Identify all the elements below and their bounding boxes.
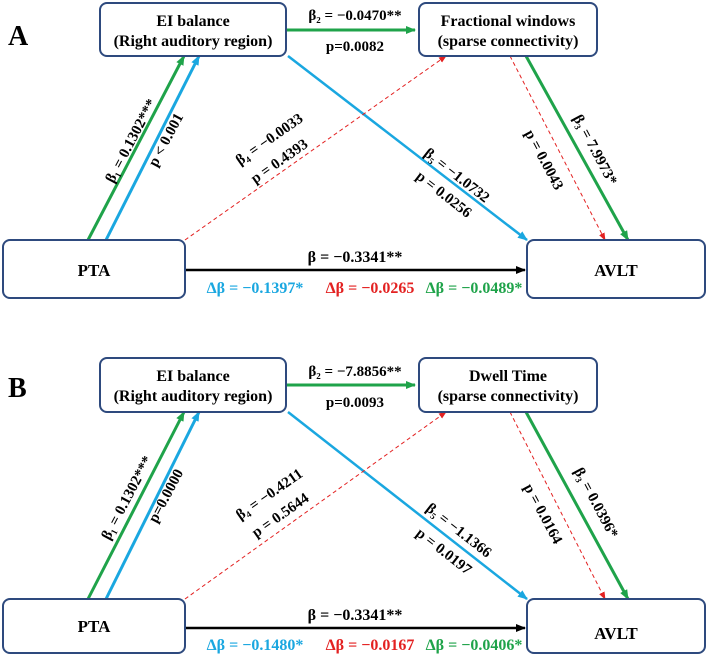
beta1-label: β₁ = 0.1302*** xyxy=(99,454,156,543)
ei-balance-box xyxy=(99,357,287,413)
beta2-label: β₂ = −0.0470** xyxy=(308,8,401,24)
panel-letter: A xyxy=(8,21,29,52)
pta-label: PTA xyxy=(78,617,111,636)
panel-a: A EI balance (Right auditory region) Fra… xyxy=(2,2,706,299)
pta-box xyxy=(2,598,186,654)
path-pta-to-ei-green-arrow xyxy=(86,55,186,241)
total-effect-label: β = −0.3341** xyxy=(308,607,403,624)
pta-label: PTA xyxy=(78,261,111,280)
avlt-label: AVLT xyxy=(594,261,638,280)
ei-balance-sublabel: (Right auditory region) xyxy=(114,388,273,405)
avlt-label: AVLT xyxy=(594,624,638,643)
path-pta-to-mediator-arrow xyxy=(184,55,447,241)
panel-letter: B xyxy=(8,373,27,404)
panel-b: B EI balance (Right auditory region) Dwe… xyxy=(2,357,706,654)
path-mediator-to-avlt-green-arrow xyxy=(524,55,630,241)
indirect-effect-blue: Δβ = −0.1480* xyxy=(207,637,304,654)
mediator-box xyxy=(418,2,598,57)
indirect-effect-green: Δβ = −0.0489* xyxy=(426,280,523,297)
pta-box xyxy=(2,239,186,299)
p3-label: p = 0.0043 xyxy=(521,127,566,192)
path-ei-to-avlt-arrow xyxy=(287,55,528,241)
path-pta-to-ei-green-arrow xyxy=(86,411,186,600)
indirect-effect-red: Δβ = −0.0265 xyxy=(326,280,415,297)
beta3-label: β₃ = 0.0396* xyxy=(570,465,620,541)
beta2-label: β₂ = −7.8856** xyxy=(308,364,401,380)
avlt-box xyxy=(526,598,706,654)
avlt-box xyxy=(526,239,706,299)
total-effect-label: β = −0.3341** xyxy=(308,249,403,266)
path-pta-to-mediator-arrow xyxy=(184,411,447,600)
p2-label: p=0.0082 xyxy=(326,39,384,55)
ei-balance-sublabel: (Right auditory region) xyxy=(114,33,273,50)
indirect-effect-red: Δβ = −0.0167 xyxy=(326,637,415,654)
p2-label: p=0.0093 xyxy=(326,395,384,411)
ei-balance-label: EI balance xyxy=(156,368,229,385)
path-mediator-to-avlt-green-arrow xyxy=(524,411,630,600)
mediator-label: Dwell Time xyxy=(469,368,547,385)
ei-balance-box xyxy=(99,2,287,57)
mediator-sublabel: (sparse connectivity) xyxy=(438,388,579,405)
indirect-effect-green: Δβ = −0.0406* xyxy=(426,637,523,654)
mediator-label: Fractional windows xyxy=(441,13,576,30)
indirect-effect-blue: Δβ = −0.1397* xyxy=(207,280,304,297)
ei-balance-label: EI balance xyxy=(156,13,229,30)
mediator-sublabel: (sparse connectivity) xyxy=(438,33,579,50)
beta1-label: β₁ = 0.1302*** xyxy=(103,97,160,186)
p3-label: p = 0.0164 xyxy=(520,481,565,547)
path-pta-to-ei-blue-arrow xyxy=(104,411,201,600)
path-ei-to-avlt-arrow xyxy=(287,411,528,600)
path-pta-to-ei-blue-arrow xyxy=(104,55,201,241)
mediator-box xyxy=(418,357,598,413)
